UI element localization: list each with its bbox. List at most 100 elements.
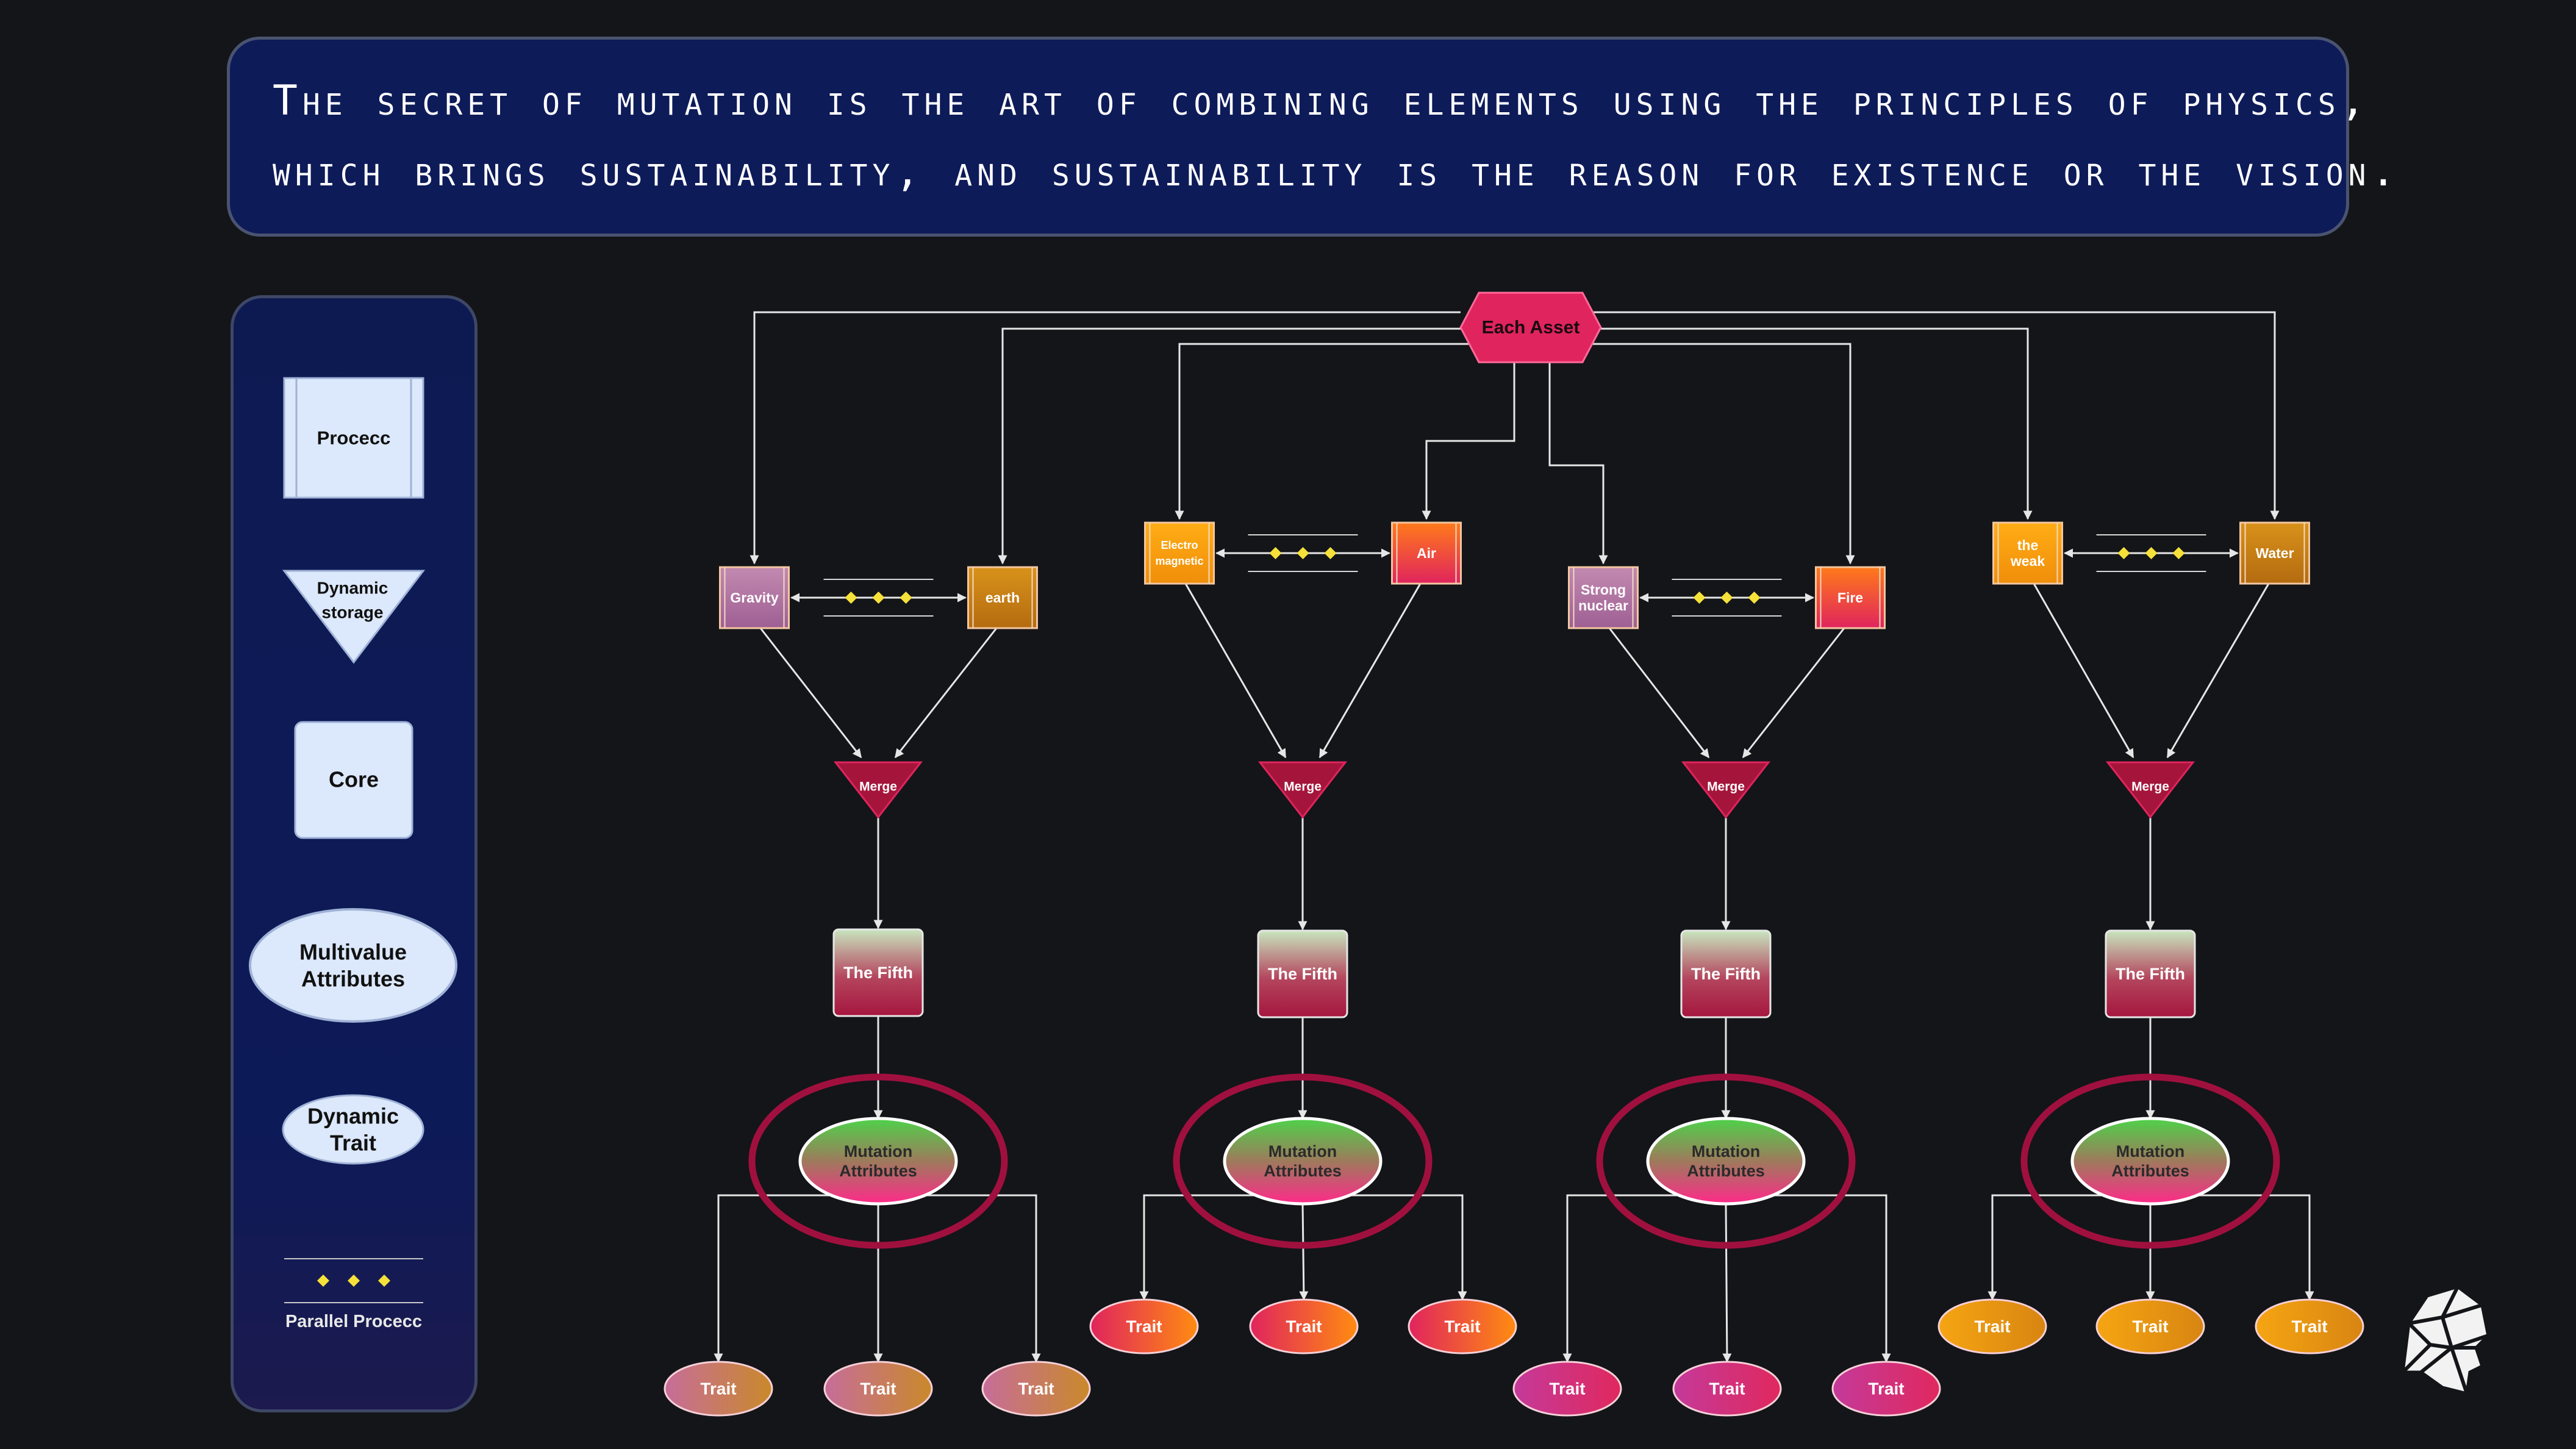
trait-node: [1089, 1298, 1199, 1354]
the-fifth-node-1: [832, 928, 924, 1017]
mutation-attributes-label: Attributes: [1687, 1162, 1765, 1180]
mutation-attributes-node-1: [798, 1117, 958, 1206]
trait-node: [1249, 1298, 1359, 1354]
each-asset-node: [1459, 292, 1602, 363]
mutation-attributes-label: Mutation: [1268, 1142, 1337, 1161]
parallel-dot: [1720, 592, 1733, 604]
element-fire-label: Fire: [1837, 590, 1863, 606]
the-fifth-label: The Fifth: [843, 964, 913, 982]
element-earth-shape: [967, 566, 1038, 629]
trait-node: [981, 1361, 1091, 1417]
merge-label: Merge: [859, 780, 897, 794]
the-fifth-label: The Fifth: [1268, 965, 1337, 983]
root-to-strong-nuclear: [1548, 362, 1608, 565]
trait-label: Trait: [1549, 1379, 1585, 1398]
legend-storage-shape: [282, 570, 426, 664]
parallel-dot: [845, 592, 857, 604]
legend-storage-label: storage: [321, 603, 383, 622]
legend-trait-label: Dynamic: [307, 1104, 399, 1129]
legend-core-shape: [294, 721, 413, 839]
geometric-head-icon: [2401, 1285, 2490, 1396]
merge-node-4: [2105, 761, 2195, 819]
quote-line-1: The secret of mutation is the art of com…: [273, 77, 2370, 125]
trait-node: [1408, 1298, 1517, 1354]
root-to-water: [1583, 311, 2280, 520]
the-fifth-node-4: [2105, 929, 2196, 1018]
trait-label: Trait: [1126, 1317, 1162, 1336]
connectors: [714, 311, 2314, 1363]
the-fifth-label: The Fifth: [2116, 965, 2185, 983]
mutation-attributes-node-4: [2070, 1117, 2230, 1206]
element-earth-label: earth: [986, 590, 1020, 606]
mutation-attributes-label: Attributes: [1264, 1162, 1342, 1180]
parallel-dot: [900, 592, 912, 604]
merge-node-2: [1258, 761, 1348, 819]
element-electro-magnetic-label: magnetic: [1155, 555, 1203, 567]
legend-items: ProceccDynamicstorageCoreMultivalueAttri…: [249, 377, 457, 1331]
element-air-shape: [1391, 521, 1462, 585]
legend-storage-label: Dynamic: [317, 579, 388, 598]
trait-node: [2255, 1298, 2364, 1354]
trait-node: [1831, 1361, 1941, 1417]
trait-node: [823, 1361, 933, 1417]
element-air-label: Air: [1417, 545, 1436, 561]
root-to-fire: [1592, 343, 1855, 565]
trait-label: Trait: [2132, 1317, 2168, 1336]
trait-label: Trait: [1868, 1379, 1904, 1398]
quote-line-2: which brings sustainability, and sustain…: [273, 148, 2401, 196]
element-the-weak-label: weak: [2010, 553, 2045, 569]
root-to-gravity: [750, 311, 1461, 565]
parallel-dot: [872, 592, 885, 604]
root-to-electromagnetic: [1175, 343, 1470, 520]
legend-core-label: Core: [329, 767, 379, 792]
trait-label: Trait: [1709, 1379, 1745, 1398]
mutation-attributes-node-3: [1646, 1117, 1806, 1206]
trait-label: Trait: [2291, 1317, 2327, 1336]
element-electro-magnetic-label: Electro: [1161, 539, 1198, 551]
parallel-dot: [2145, 547, 2158, 559]
legend-process-shape: [283, 377, 424, 499]
root-to-the-weak: [1601, 327, 2033, 520]
trait-label: Trait: [700, 1379, 736, 1398]
highlight-ring-1: [748, 1073, 1008, 1249]
mutation-attributes-label: Attributes: [839, 1162, 917, 1180]
legend-parallel-label: Parallel Procecc: [285, 1312, 422, 1331]
element-electro-magnetic-shape: [1144, 521, 1215, 585]
highlight-ring-3: [1596, 1073, 1856, 1249]
mutation-attributes-node-2: [1223, 1117, 1383, 1206]
trait-node: [1512, 1361, 1622, 1417]
element-gravity-shape: [719, 566, 790, 629]
legend-multivalue-shape: [249, 908, 457, 1023]
trait-label: Trait: [860, 1379, 896, 1398]
mutation-attributes-label: Mutation: [844, 1142, 912, 1161]
parallel-dot: [1297, 547, 1309, 559]
element-strong-nuclear-label: nuclear: [1578, 598, 1628, 614]
trait-node: [1937, 1298, 2047, 1354]
quote-banner: The secret of mutation is the art of com…: [227, 37, 2401, 237]
legend-multivalue-label: Multivalue: [299, 940, 407, 965]
the-fifth-node-2: [1257, 929, 1348, 1018]
parallel-dot: [2172, 547, 2185, 559]
merge-node-1: [833, 761, 923, 819]
element-strong-nuclear-label: Strong: [1581, 582, 1626, 598]
root-to-air: [1422, 362, 1515, 520]
parallel-dot: [1269, 547, 1282, 559]
merge-node-3: [1681, 761, 1771, 819]
merge-label: Merge: [1284, 780, 1322, 794]
trait-node: [1672, 1361, 1782, 1417]
parallel-dot: [1693, 592, 1706, 604]
trait-node: [2095, 1298, 2205, 1354]
element-the-weak-shape: [1992, 521, 2063, 585]
parallel-dot: [1324, 547, 1337, 559]
root-to-earth: [998, 327, 1461, 565]
highlight-ring-2: [1173, 1073, 1433, 1249]
element-water-label: Water: [2255, 545, 2294, 561]
merge-label: Merge: [1707, 780, 1745, 794]
the-fifth-node-3: [1680, 929, 1772, 1018]
legend-trait-shape: [282, 1094, 424, 1165]
element-the-weak-label: the: [2017, 537, 2039, 553]
trait-label: Trait: [1444, 1317, 1480, 1336]
legend-trait-label: Trait: [330, 1131, 376, 1156]
parallel-dot: [2117, 547, 2130, 559]
